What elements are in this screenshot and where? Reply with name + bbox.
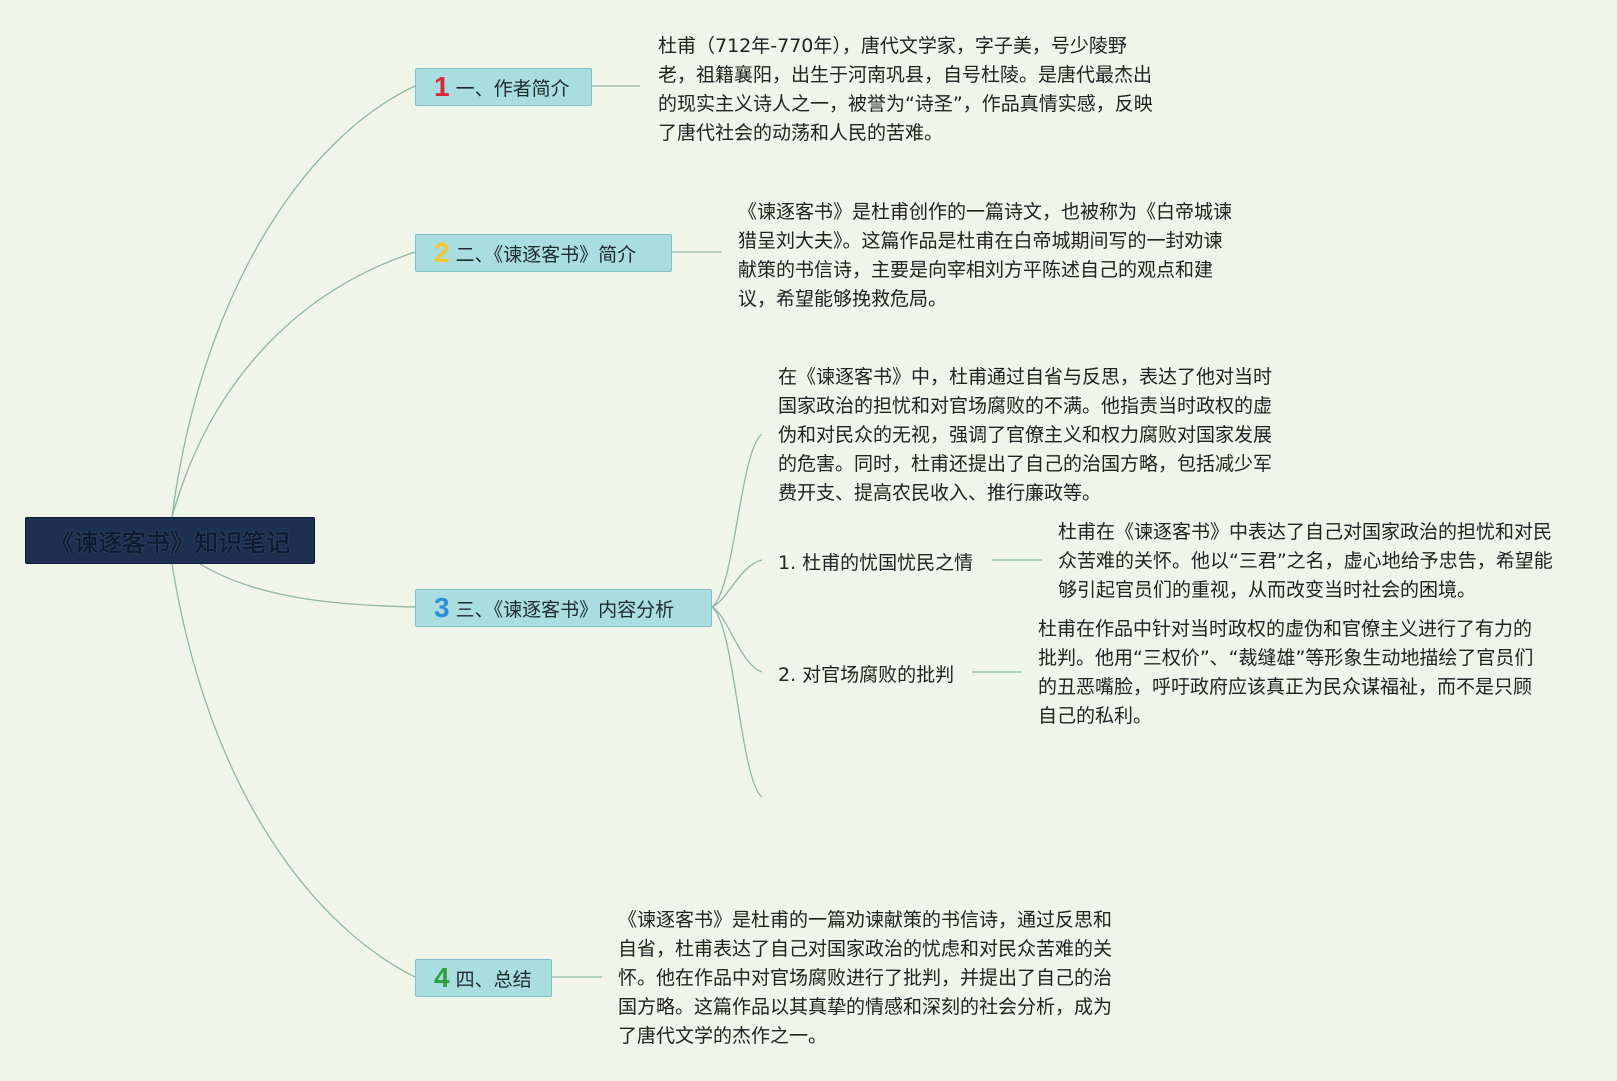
branch-label-4: 四、总结 [455, 968, 532, 991]
connector-root-branch-2 [171, 251, 416, 518]
connector-root-branch-1 [171, 85, 416, 518]
sub-label-2[interactable]: 2. 对官场腐败的批判 [778, 664, 955, 686]
branch-label-3: 三、《谏逐客书》内容分析 [455, 598, 675, 621]
branch-number-4: 4 [434, 962, 450, 993]
connector-branch-3-sub-2 [711, 606, 763, 673]
sub-text-1: 杜甫在《谏逐客书》中表达了自己对国家政治的担忧和对民众苦难的关怀。他以“三君”之… [1058, 521, 1553, 601]
branch-node-3[interactable]: 3 三、《谏逐客书》内容分析 [415, 589, 712, 627]
root-title: 《谏逐客书》知识笔记 [50, 529, 290, 557]
connector-root-branch-4 [171, 563, 416, 978]
sub-label-1[interactable]: 1. 杜甫的忧国忧民之情 [778, 552, 974, 574]
branch-label-2: 二、《谏逐客书》简介 [455, 243, 637, 266]
connector-branch-3-end [711, 606, 763, 798]
root-node[interactable]: 《谏逐客书》知识笔记 [25, 517, 315, 564]
branch-text-2: 《谏逐客书》是杜甫创作的一篇诗文，也被称为《白帝城谏猎呈刘大夫》。这篇作品是杜甫… [738, 201, 1233, 310]
branch-node-2[interactable]: 2 二、《谏逐客书》简介 [415, 234, 672, 272]
sub-text-2: 杜甫在作品中针对当时政权的虚伪和官僚主义进行了有力的批判。他用“三权价”、“裁缝… [1038, 618, 1534, 727]
connector-root-branch-3 [199, 563, 416, 608]
branch-text-1: 杜甫（712年-770年），唐代文学家，字子美，号少陵野老，祖籍襄阳，出生于河南… [658, 35, 1153, 144]
branch-node-4[interactable]: 4 四、总结 [415, 959, 552, 997]
connector-branch-3-sub-1 [711, 559, 763, 608]
connector-branch-3-intro [711, 433, 763, 608]
branch-label-1: 一、作者简介 [455, 77, 570, 100]
branch-node-1[interactable]: 1 一、作者简介 [415, 68, 592, 106]
branch-number-3: 3 [434, 592, 450, 623]
branch-3-intro-text: 在《谏逐客书》中，杜甫通过自省与反思，表达了他对当时国家政治的担忧和对官场腐败的… [778, 366, 1273, 504]
branch-number-1: 1 [434, 71, 450, 102]
branch-number-2: 2 [434, 237, 450, 268]
branch-text-4: 《谏逐客书》是杜甫的一篇劝谏献策的书信诗，通过反思和自省，杜甫表达了自己对国家政… [618, 909, 1113, 1047]
